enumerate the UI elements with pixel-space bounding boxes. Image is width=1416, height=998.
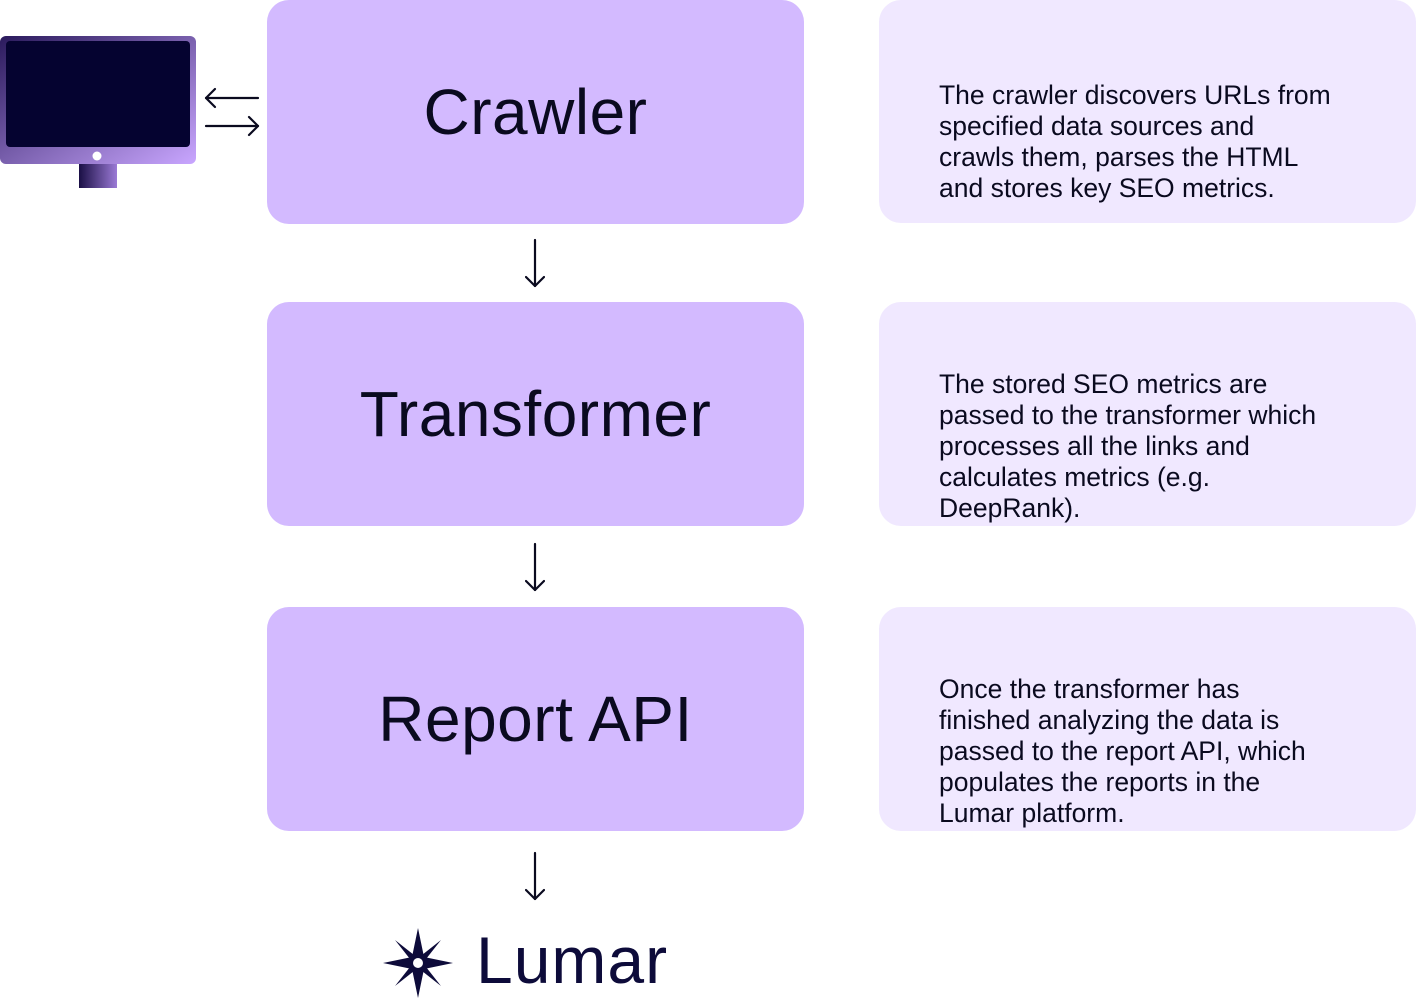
stage-transformer-label: Transformer: [359, 378, 712, 450]
description-report-api: Once the transformer has finished analyz…: [879, 607, 1416, 831]
description-report-api-text: Once the transformer has finished analyz…: [939, 674, 1306, 828]
stage-crawler-label: Crawler: [423, 76, 648, 148]
bidirectional-arrows-icon: [204, 87, 260, 137]
stage-report-api-label: Report API: [378, 683, 693, 755]
description-transformer-text: The stored SEO metrics are passed to the…: [939, 369, 1317, 523]
description-transformer: The stored SEO metrics are passed to the…: [879, 302, 1416, 526]
brand-name: Lumar: [476, 923, 669, 997]
computer-monitor-icon: [0, 36, 196, 188]
stage-crawler: Crawler: [267, 0, 804, 224]
lumar-star-logo-icon: [383, 928, 453, 998]
stage-report-api: Report API: [267, 607, 804, 831]
arrow-down-icon: [525, 238, 545, 288]
arrow-down-icon: [525, 542, 545, 592]
description-crawler: The crawler discovers URLs from specifie…: [879, 0, 1416, 223]
stage-transformer: Transformer: [267, 302, 804, 526]
description-crawler-text: The crawler discovers URLs from specifie…: [939, 80, 1331, 203]
arrow-down-icon: [525, 851, 545, 901]
